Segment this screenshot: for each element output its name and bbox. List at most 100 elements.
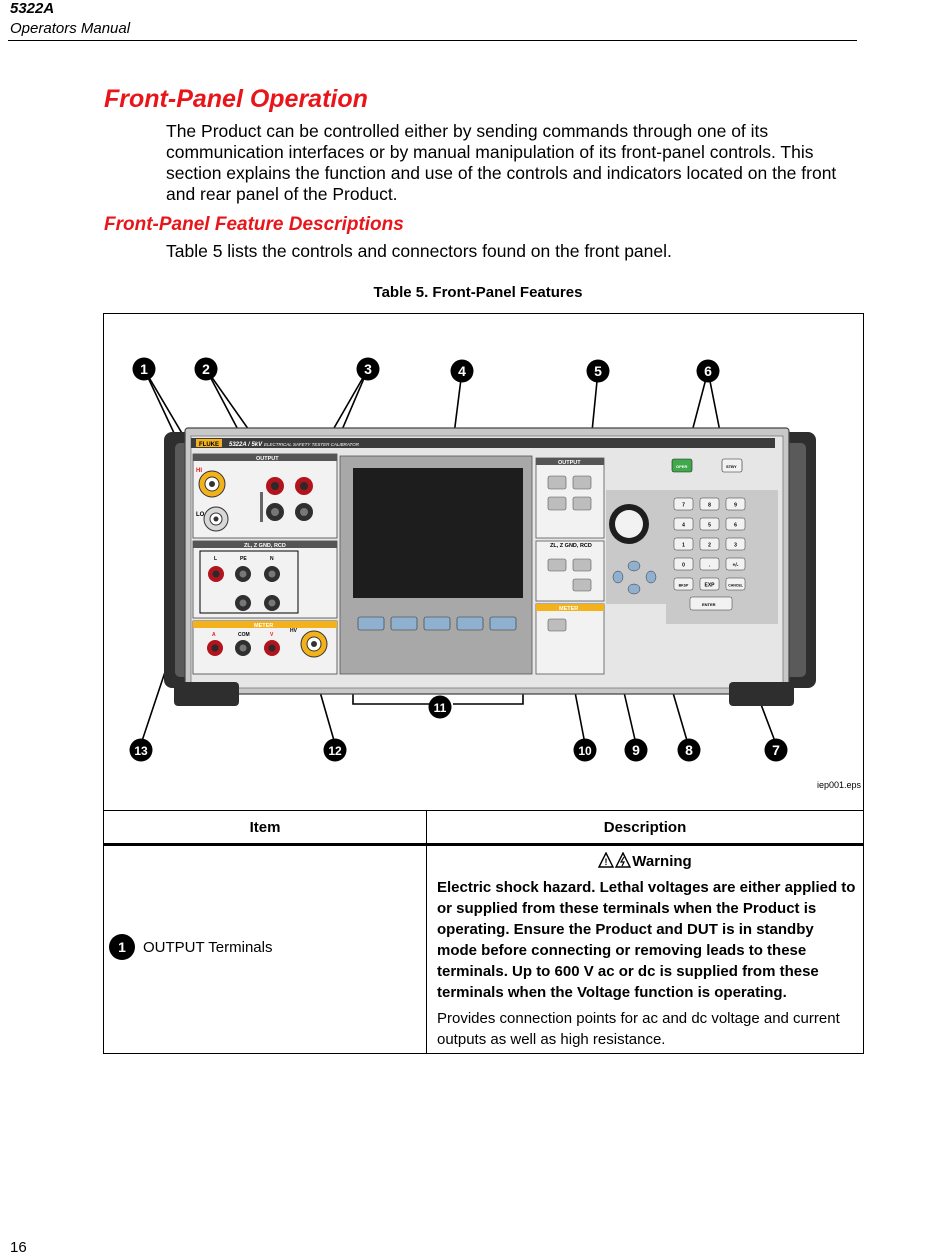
svg-text:9: 9 xyxy=(734,503,737,509)
subsection-intro: Table 5 lists the controls and connector… xyxy=(166,241,672,261)
header-divider xyxy=(104,843,863,846)
section-title: Front-Panel Operation xyxy=(104,85,368,113)
svg-text:OPER: OPER xyxy=(676,464,687,469)
keypad-key: 3 xyxy=(725,537,746,551)
output-terminal-section: OUTPUT HI LO xyxy=(192,453,338,539)
keypad-key: 7 xyxy=(673,497,694,511)
svg-text:A: A xyxy=(212,632,216,638)
callout-1: 1 xyxy=(132,357,156,381)
svg-text:ZL, Z GND, RCD: ZL, Z GND, RCD xyxy=(550,543,592,549)
section-intro: The Product can be controlled either by … xyxy=(166,121,837,204)
keypad-key: BKSP xyxy=(673,577,694,591)
keypad-keys: 7 8 9 4 5 6 1 2 3 0. +/- BKSP EXP CANCEL xyxy=(673,497,746,591)
keypad-key: 0 xyxy=(673,557,694,571)
svg-text:PE: PE xyxy=(240,556,247,562)
svg-text:6: 6 xyxy=(704,363,712,379)
svg-text:4: 4 xyxy=(682,523,685,529)
warning-title: Warning xyxy=(632,853,692,870)
svg-text:11: 11 xyxy=(434,701,447,715)
callout-3: 3 xyxy=(356,357,380,381)
page-number: 16 xyxy=(10,1239,27,1256)
keypad-key: 9 xyxy=(725,497,746,511)
svg-text:5: 5 xyxy=(594,363,602,379)
item-description: Provides connection points for ac and dc… xyxy=(437,1010,840,1048)
svg-text:HV: HV xyxy=(290,628,298,634)
svg-text:5: 5 xyxy=(708,523,711,529)
keypad-key: CANCEL xyxy=(725,577,746,591)
svg-text:ZL, Z GND, RCD: ZL, Z GND, RCD xyxy=(244,543,286,549)
callout-12: 12 xyxy=(323,738,347,762)
svg-text:3: 3 xyxy=(364,361,372,377)
header-description: Description xyxy=(603,819,687,836)
item-number-badge: 1 xyxy=(109,934,135,960)
subsection-title: Front-Panel Feature Descriptions xyxy=(104,214,404,235)
svg-text:HI: HI xyxy=(196,468,202,474)
header-model: 5322A xyxy=(10,0,55,17)
header-item: Item xyxy=(249,819,281,836)
figure-id: iep001.eps xyxy=(816,780,861,790)
row-divider-figure xyxy=(104,810,863,811)
keypad-key: 5 xyxy=(699,517,720,531)
svg-text:BKSP: BKSP xyxy=(679,584,689,588)
warning-text: Electric shock hazard. Lethal voltages a… xyxy=(437,879,856,1001)
svg-text:OUTPUT: OUTPUT xyxy=(558,460,581,466)
callout-8: 8 xyxy=(677,738,701,762)
model-text: 5322A / 5kV xyxy=(229,442,263,448)
svg-text:12: 12 xyxy=(328,744,342,758)
svg-text:OUTPUT: OUTPUT xyxy=(256,456,279,462)
keypad-key: 4 xyxy=(673,517,694,531)
warning-heading: ! Warning xyxy=(427,851,863,870)
svg-text:L: L xyxy=(214,556,217,562)
svg-text:+/-: +/- xyxy=(733,563,739,569)
svg-text:LO: LO xyxy=(196,512,205,518)
product-text: ELECTRICAL SAFETY TESTER CALIBRATOR xyxy=(264,442,360,447)
callout-7: 7 xyxy=(764,738,788,762)
svg-text:4: 4 xyxy=(458,363,466,379)
svg-text:N: N xyxy=(270,556,274,562)
callout-10: 10 xyxy=(573,738,597,762)
svg-text:METER: METER xyxy=(559,606,578,612)
svg-text:7: 7 xyxy=(772,742,780,758)
svg-text:STBY: STBY xyxy=(726,464,737,469)
svg-text:2: 2 xyxy=(708,543,711,549)
svg-text:0: 0 xyxy=(682,563,685,569)
svg-text:EXP: EXP xyxy=(704,583,715,589)
keypad-key: 6 xyxy=(725,517,746,531)
callout-2: 2 xyxy=(194,357,218,381)
svg-text:1: 1 xyxy=(140,361,148,377)
keypad-key: 1 xyxy=(673,537,694,551)
keypad-key: . xyxy=(699,557,720,571)
svg-text:9: 9 xyxy=(632,742,640,758)
callout-5: 5 xyxy=(586,359,610,383)
svg-text:1: 1 xyxy=(682,543,685,549)
callout-4: 4 xyxy=(450,359,474,383)
callout-11: 11 xyxy=(428,695,452,719)
keypad-key: 2 xyxy=(699,537,720,551)
keypad-key: EXP xyxy=(699,577,720,591)
warning-icon: ! xyxy=(598,851,632,868)
output-keys-section: OUTPUT ZL, Z GND, RCD METER xyxy=(535,457,605,675)
svg-text:METER: METER xyxy=(254,623,273,629)
front-panel-figure: FLUKE 5322A / 5kV ELECTRICAL SAFETY TEST… xyxy=(129,357,816,762)
meter-terminal-section: METER A COM V HV xyxy=(192,620,338,675)
features-table: FLUKE 5322A / 5kV ELECTRICAL SAFETY TEST… xyxy=(103,313,864,1054)
header-rule xyxy=(8,40,857,41)
svg-text:13: 13 xyxy=(134,744,148,758)
column-divider xyxy=(426,810,427,1053)
svg-text:7: 7 xyxy=(682,503,685,509)
svg-text:V: V xyxy=(270,632,274,638)
svg-text:ENTER: ENTER xyxy=(702,602,716,607)
svg-text:8: 8 xyxy=(708,503,711,509)
svg-text:CANCEL: CANCEL xyxy=(728,584,743,588)
svg-text:COM: COM xyxy=(238,632,250,638)
navigation-section xyxy=(606,490,666,604)
brand-text: FLUKE xyxy=(199,442,219,448)
callout-9: 9 xyxy=(624,738,648,762)
header-subtitle: Operators Manual xyxy=(10,20,131,37)
svg-text:10: 10 xyxy=(578,744,592,758)
callout-13: 13 xyxy=(129,738,153,762)
svg-text:3: 3 xyxy=(734,543,737,549)
callout-6: 6 xyxy=(696,359,720,383)
keypad-key: +/- xyxy=(725,557,746,571)
